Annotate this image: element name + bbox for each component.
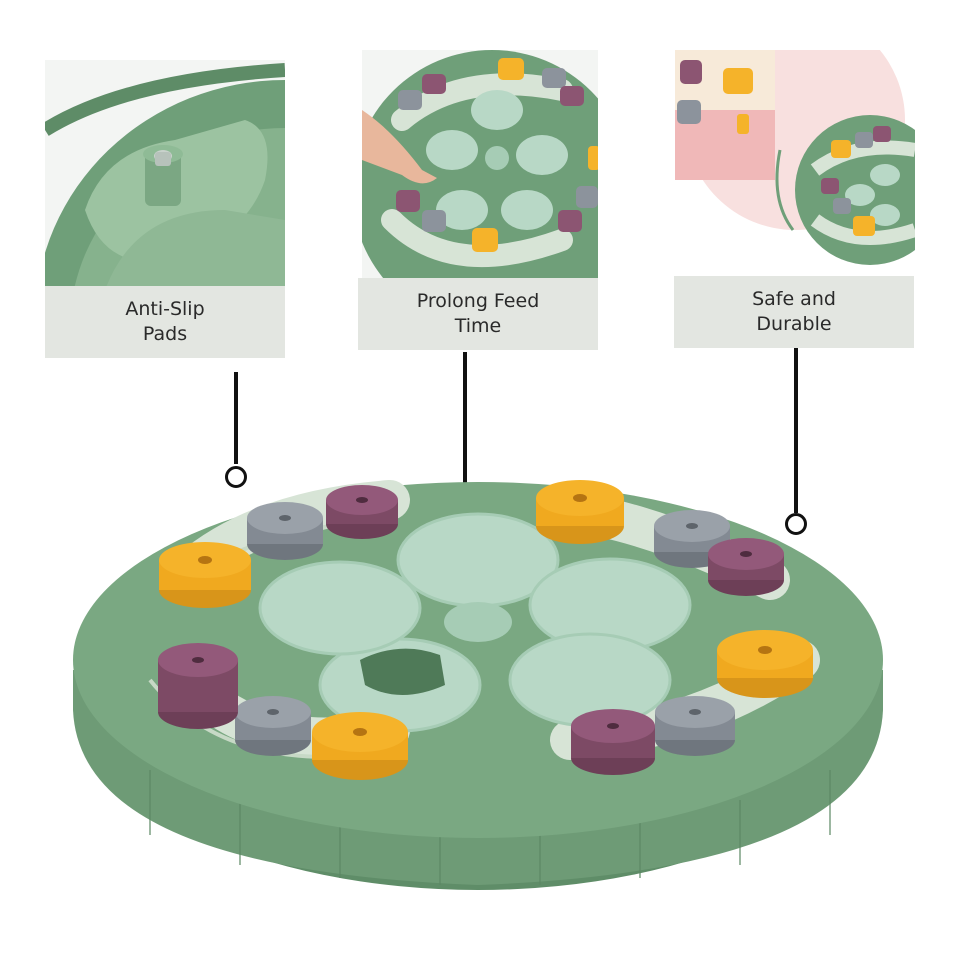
prolong-feed-label: Prolong Feed Time [358,278,598,350]
safe-durable-photo [675,50,915,276]
anti-slip-label-line1: Anti-Slip [125,298,205,320]
safe-durable-label-line1: Safe and [752,288,836,310]
prolong-feed-photo [362,50,598,278]
anti-slip-dot [225,466,247,488]
safe-durable-connector [794,348,798,513]
anti-slip-connector [234,372,238,464]
anti-slip-label-line2: Pads [142,323,188,345]
puzzle-feeder-image [73,480,883,890]
anti-slip-label: Anti-Slip Pads [45,286,285,358]
prolong-feed-label-line1: Prolong Feed [416,290,540,312]
safe-durable-label: Safe and Durable [674,276,914,348]
anti-slip-photo [45,60,285,286]
prolong-feed-connector [463,352,467,530]
safe-durable-label-line2: Durable [756,313,832,335]
prolong-feed-label-line2: Time [454,315,502,337]
safe-durable-dot [785,513,807,535]
